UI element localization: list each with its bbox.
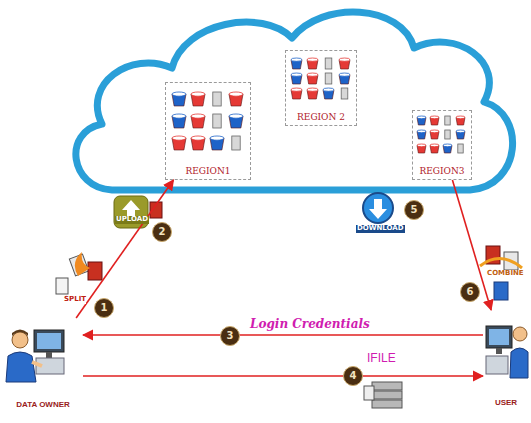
upload-label: UPLOAD xyxy=(115,216,149,224)
node-label: REGION 2 xyxy=(297,113,345,125)
storage-icons xyxy=(172,58,465,153)
callout-number: 6 xyxy=(460,282,480,302)
owner-figure xyxy=(6,330,64,383)
node-label: REGION1 xyxy=(185,167,230,179)
node-label: USER xyxy=(495,399,517,410)
file-server-icon xyxy=(364,382,402,408)
split-documents-icon xyxy=(56,252,102,294)
connector-arrow xyxy=(83,334,483,336)
connector-arrow xyxy=(452,180,491,310)
callout-number: 4 xyxy=(343,366,363,386)
connector-arrow xyxy=(83,375,483,377)
region-box: REGION 2 xyxy=(285,50,357,126)
region-box: REGION3 xyxy=(412,110,472,180)
split-label: SPLIT xyxy=(64,296,86,304)
user-figure xyxy=(486,326,528,378)
edge-label: Login Credentials xyxy=(248,317,372,331)
combine-label: COMBINE xyxy=(487,270,524,278)
region-box: REGION1 xyxy=(165,82,251,180)
download-icon xyxy=(363,193,393,223)
callout-number: 3 xyxy=(220,326,240,346)
node-label: DATA OWNER xyxy=(16,401,70,412)
cloud-outline xyxy=(76,12,513,190)
connector-arrow xyxy=(76,180,173,318)
callout-number: 1 xyxy=(94,298,114,318)
file-label: IFILE xyxy=(366,352,397,365)
callout-number: 5 xyxy=(404,200,424,220)
download-label: DOWNLOAD xyxy=(356,225,405,233)
callout-number: 2 xyxy=(152,222,172,242)
actor-box: USER xyxy=(483,310,529,410)
actor-box: DATA OWNER xyxy=(3,318,83,412)
node-label: REGION3 xyxy=(419,167,464,179)
